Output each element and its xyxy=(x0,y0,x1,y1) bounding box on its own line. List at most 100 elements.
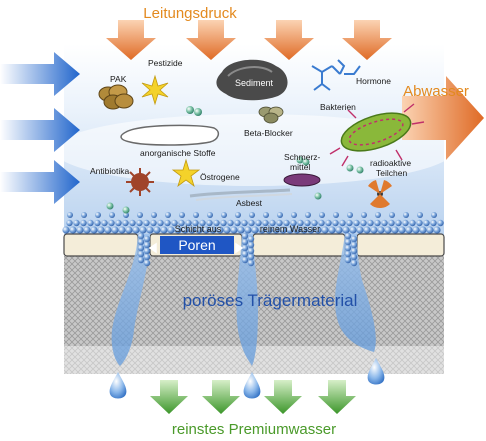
water-bead xyxy=(319,212,325,218)
water-bead xyxy=(179,212,185,218)
water-bead xyxy=(350,241,358,249)
label-premiumwasser: reinstes Premiumwasser xyxy=(172,421,336,438)
label-poren: Poren xyxy=(178,237,215,253)
water-bead xyxy=(193,212,199,218)
contaminant-pestizide-shape xyxy=(141,74,169,106)
water-bead xyxy=(97,226,105,234)
water-bead xyxy=(297,219,304,227)
water-bead xyxy=(137,212,143,218)
water-bead xyxy=(241,244,249,252)
water-bead xyxy=(318,219,325,227)
water-bead xyxy=(344,256,352,264)
water-bead xyxy=(344,232,352,240)
water-bead xyxy=(332,219,339,227)
label-pak: PAK xyxy=(110,74,127,84)
water-bead xyxy=(375,212,381,218)
pore-streams xyxy=(111,234,376,366)
water-bead xyxy=(137,238,145,246)
water-bead xyxy=(188,226,196,234)
water-bead xyxy=(350,253,358,261)
label-pestizide: Pestizide xyxy=(148,58,183,68)
label-abwasser: Abwasser xyxy=(403,83,469,100)
label-sediment: Sediment xyxy=(235,78,274,88)
water-bead xyxy=(248,219,255,227)
water-bead xyxy=(430,219,437,227)
water-bead xyxy=(223,226,231,234)
water-bead xyxy=(262,219,269,227)
water-bead xyxy=(300,226,308,234)
pores-box xyxy=(160,236,234,254)
water-bead xyxy=(377,226,385,234)
water-bead xyxy=(165,212,171,218)
water-bead xyxy=(328,226,336,234)
down-arrow-orange-3 xyxy=(264,20,314,60)
water-bead xyxy=(143,259,151,267)
water-bead xyxy=(384,226,392,234)
water-bead xyxy=(342,226,350,234)
water-bead xyxy=(101,219,108,227)
water-bead xyxy=(227,219,234,227)
water-bead xyxy=(335,226,343,234)
water-bead xyxy=(388,219,395,227)
pores-bracket xyxy=(148,242,244,254)
water-bead xyxy=(241,250,249,258)
label-radioaktive: radioaktive xyxy=(370,158,411,168)
water-bead xyxy=(129,219,136,227)
loose-beads xyxy=(106,106,364,214)
water-bead xyxy=(178,219,185,227)
water-bead xyxy=(363,226,371,234)
water-bead xyxy=(151,212,157,218)
label-schicht-aus: Schicht aus xyxy=(175,224,222,234)
water-bead xyxy=(76,226,84,234)
water-bead xyxy=(118,226,126,234)
water-bead xyxy=(412,226,420,234)
water-bead xyxy=(381,219,388,227)
water-bead xyxy=(143,219,150,227)
water-bead xyxy=(353,219,360,227)
water-bead xyxy=(66,219,73,227)
water-bead xyxy=(283,219,290,227)
water-bead xyxy=(389,212,395,218)
inflow-arrow-1 xyxy=(0,52,80,96)
water-bead xyxy=(157,219,164,227)
water-bead xyxy=(143,247,151,255)
label-oestrogene: Östrogene xyxy=(200,172,240,182)
inflow-arrows xyxy=(0,52,80,204)
water-bead xyxy=(305,212,311,218)
wastewater-outflow-arrow xyxy=(402,76,484,160)
water-bead xyxy=(419,226,427,234)
contaminant-hormone-shape xyxy=(311,59,361,91)
water-bead xyxy=(433,226,441,234)
water-bead xyxy=(209,226,217,234)
label-betablocker: Beta-Blocker xyxy=(244,128,293,138)
water-bead xyxy=(344,238,352,246)
water-bead xyxy=(137,256,145,264)
water-bead xyxy=(403,212,409,218)
contaminant-bacteria-shape xyxy=(329,103,425,167)
water-bead xyxy=(111,226,119,234)
water-bead xyxy=(221,212,227,218)
water-bead xyxy=(139,226,147,234)
water-bead xyxy=(109,212,115,218)
water-bead xyxy=(293,226,301,234)
water-bead xyxy=(241,219,248,227)
water-bead xyxy=(171,219,178,227)
down-arrow-orange-2 xyxy=(186,20,236,60)
water-bead xyxy=(350,259,358,267)
water-bead xyxy=(115,219,122,227)
down-arrow-green-2 xyxy=(202,380,240,414)
water-bead xyxy=(81,212,87,218)
water-bead xyxy=(347,212,353,218)
water-bead xyxy=(367,219,374,227)
water-bead xyxy=(255,219,262,227)
water-bead xyxy=(192,219,199,227)
water-bead xyxy=(90,226,98,234)
label-anorganische: anorganische Stoffe xyxy=(140,148,216,158)
down-arrow-green-3 xyxy=(264,380,302,414)
water-bead xyxy=(62,226,70,234)
water-bead xyxy=(125,226,133,234)
down-arrow-green-4 xyxy=(318,380,356,414)
water-bead xyxy=(356,226,364,234)
label-bakterien: Bakterien xyxy=(320,102,356,112)
